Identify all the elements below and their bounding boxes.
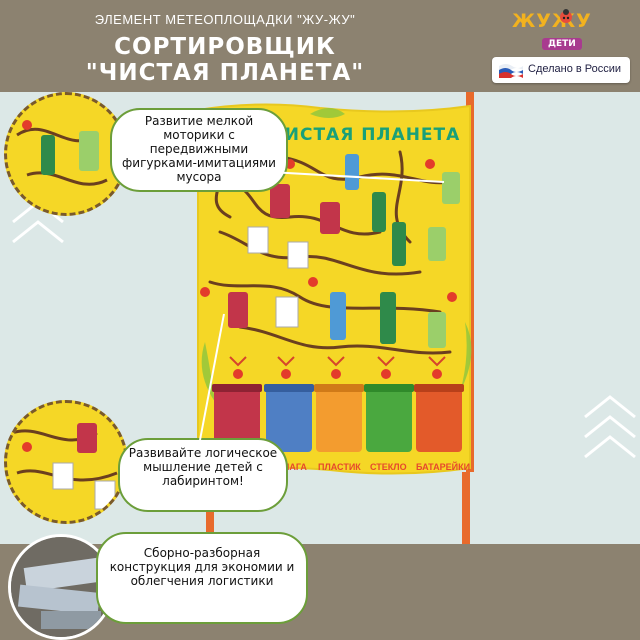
- made-in-russia-badge: Сделано в России: [492, 57, 630, 83]
- packaging-photo: [8, 534, 114, 640]
- footer-bar: Сборно-разборная конструкция для экономи…: [0, 532, 640, 640]
- callout-motor-text: Развитие мелкой моторики с передвижными …: [122, 114, 276, 184]
- product-title: СОРТИРОВЩИК "ЧИСТАЯ ПЛАНЕТА": [60, 34, 390, 86]
- brand-logo: ЖУЖУ ДЕТИ: [512, 9, 618, 54]
- bin-label-paper: БУМАГА: [270, 462, 307, 472]
- product-scene: ЧИСТАЯ ПЛАНЕТА БУМАГА ПЛАСТИК СТЕКЛО БАТ…: [0, 92, 640, 544]
- russia-flag-icon: [499, 64, 523, 78]
- bin-label-plastic: ПЛАСТИК: [318, 462, 361, 472]
- title-line-1: СОРТИРОВЩИК: [114, 34, 336, 60]
- maze-detail: [11, 423, 118, 510]
- board-title: ЧИСТАЯ ПЛАНЕТА: [270, 125, 461, 145]
- zoom-circle-maze: [4, 400, 128, 524]
- ladybug-icon: [560, 9, 572, 23]
- callout-assembly-text: Сборно-разборная конструкция для экономи…: [109, 546, 295, 588]
- callout-logic-text: Развивайте логическое мышление детей с л…: [128, 446, 278, 488]
- zoom-circle-figures: [4, 92, 128, 216]
- callout-motor: Развитие мелкой моторики с передвижными …: [110, 108, 288, 192]
- product-subtitle: ЭЛЕМЕНТ МЕТЕОПЛОЩАДКИ "ЖУ-ЖУ": [94, 12, 356, 27]
- callout-assembly: Сборно-разборная конструкция для экономи…: [96, 532, 308, 624]
- bin-label-glass: СТЕКЛО: [370, 462, 407, 472]
- bin-label-batteries: БАТАРЕЙКИ: [416, 462, 471, 472]
- made-in-russia-text: Сделано в России: [528, 63, 622, 75]
- title-line-2: "ЧИСТАЯ ПЛАНЕТА": [85, 60, 365, 86]
- logo-sub: ДЕТИ: [542, 38, 582, 50]
- figures-detail: [16, 120, 108, 186]
- callout-logic: Развивайте логическое мышление детей с л…: [118, 438, 288, 512]
- packaging-image: [11, 537, 111, 637]
- header-bar: ЭЛЕМЕНТ МЕТЕОПЛОЩАДКИ "ЖУ-ЖУ" СОРТИРОВЩИ…: [0, 0, 640, 92]
- chevron-up-icon: [584, 395, 636, 459]
- callout-pointers: [199, 171, 445, 441]
